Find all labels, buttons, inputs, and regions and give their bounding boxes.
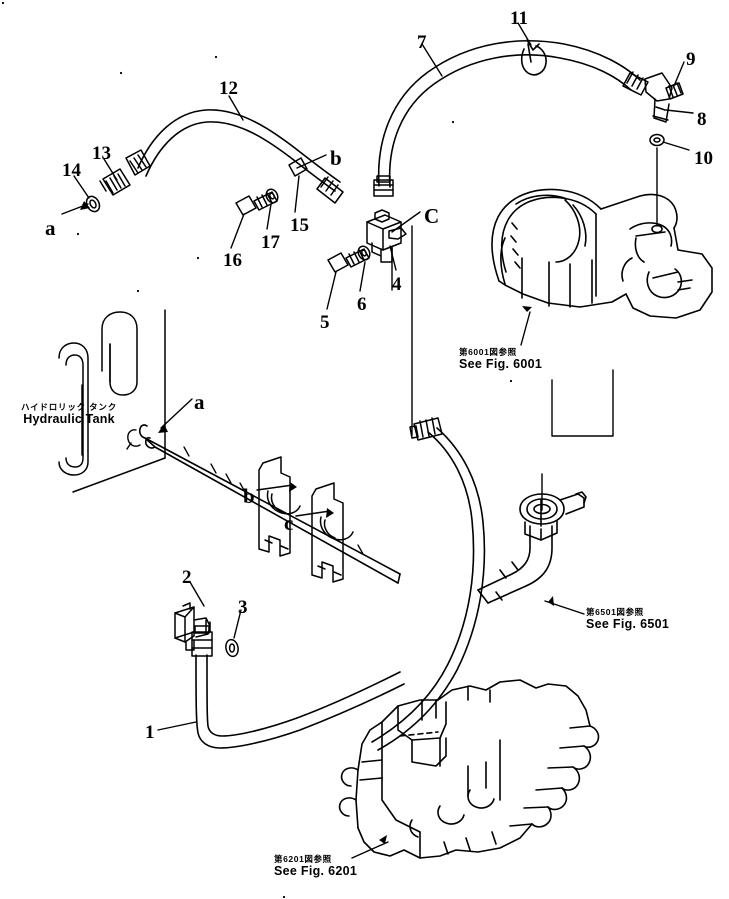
callout-5: 5 [320,312,330,333]
tube-clamp-bracket-2 [311,482,354,583]
oring-3 [225,638,239,658]
hose-7-right-ferrule [622,71,649,96]
figure-reference-6201-en: See Fig. 6201 [274,863,358,878]
callout-3: 3 [238,597,248,618]
callout-b-lower: b [243,484,255,508]
callout-b-upper: b [330,146,342,170]
elbow-8 [644,72,673,123]
callout-13: 13 [92,143,111,164]
hydraulic-tank-label: ハイドロリック タンク Hydraulic Tank [21,403,117,425]
washer-17 [265,188,279,204]
tube-clamp-bracket-1 [258,456,301,557]
elbow-2 [174,602,211,651]
figure-reference-6201-jp: 第6201図参照 [274,854,332,864]
sleeve-15 [288,157,308,177]
callout-11: 11 [510,8,528,29]
leader-arrow-6001 [522,306,532,312]
tube-detail-ticks [183,446,364,555]
callout-1: 1 [145,722,155,743]
hose-12-right-ferrule [316,176,344,204]
callout-c-lower: c [284,511,294,535]
callout-14: 14 [62,160,81,181]
housing-bracket-line [551,369,614,437]
callout-9: 9 [686,49,696,70]
figure-reference-6001-jp: 第6001図参照 [459,347,517,357]
figure-reference-6001: 第6001図参照 See Fig. 6001 [459,348,542,370]
hose-c-pipe-ferrule [409,417,443,441]
washer-6 [357,245,371,261]
callout-leaders [61,22,694,731]
callout-12: 12 [219,78,238,99]
callout-7: 7 [417,32,427,53]
leader-arrow-6501 [548,596,554,606]
leader-arrow-6201 [379,835,387,844]
fitting-13 [99,168,131,196]
tube-end-fitting-a [126,429,141,450]
torque-converter-housing [491,188,713,319]
control-valve-6201 [338,679,600,859]
callout-a-upper: a [45,216,56,240]
hose-7-bottom-ferrule [373,175,394,197]
hydraulic-tank-label-jp: ハイドロリック タンク [21,402,117,412]
callout-10: 10 [694,148,713,169]
callout-4: 4 [392,274,402,295]
figure-reference-6001-en: See Fig. 6001 [459,356,543,371]
scan-speckles [1,1,513,899]
callout-8: 8 [697,109,707,130]
leader-ref-6201 [351,841,389,859]
hose-7 [377,40,641,188]
callout-c-upper: C [424,204,440,228]
oring-10 [649,133,665,147]
hydraulic-tank-outline [58,311,138,476]
long-tube [138,424,401,584]
callout-a-lower: a [194,390,205,414]
hose-12 [137,109,341,192]
bolt-5 [327,248,370,273]
hydraulic-tank-label-en: Hydraulic Tank [23,411,115,426]
tank-frame-lines [72,309,166,493]
figure-reference-6501-en: See Fig. 6501 [586,616,670,631]
callout-17: 17 [261,232,280,253]
callout-2: 2 [182,567,192,588]
valve-block-4 [366,209,407,263]
hose-1 [195,654,405,749]
figure-reference-6501-jp: 第6501図参照 [586,607,644,617]
leader-ref-6001 [520,311,531,346]
figure-reference-6201: 第6201図参照 See Fig. 6201 [274,855,357,877]
clamp-11 [520,39,547,76]
figure-reference-6501: 第6501図参照 See Fig. 6501 [586,608,669,630]
hose-12-left-ferrule [125,149,151,176]
callout-15: 15 [290,215,309,236]
callout-16: 16 [223,250,242,271]
pipe-6501 [477,491,587,604]
callout-6: 6 [357,294,367,315]
hose-c-to-pipe [371,427,486,751]
